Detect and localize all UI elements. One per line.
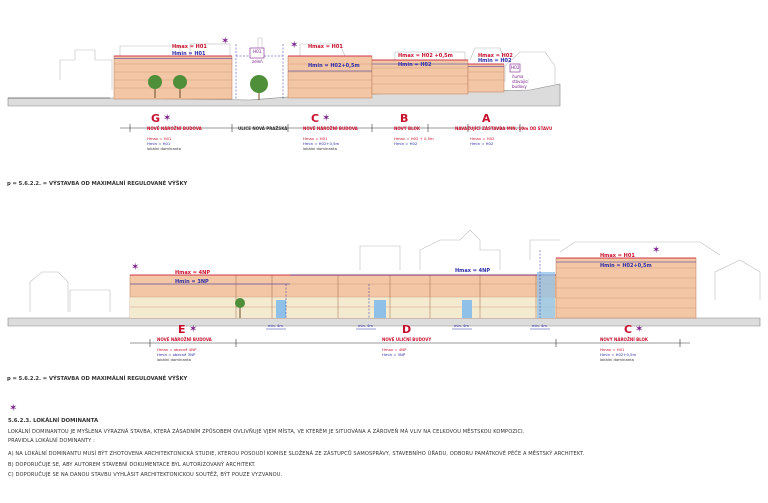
rule-c: C) DOPORUČUJE SE NA DANOU STAVBU VYHLÁSI…	[8, 472, 283, 478]
zone-detail: Hmin = H02	[394, 141, 418, 146]
zone-letter-d: D	[402, 323, 412, 336]
dominant-star-icon: ✶	[163, 113, 172, 124]
zone-detail: lokální dominanta	[303, 146, 338, 151]
building-b	[371, 59, 469, 95]
height-label: Hmax = H01	[600, 253, 635, 259]
section-title: 5.6.2.3. LOKÁLNÍ DOMINANTA	[8, 418, 99, 424]
zone-letter-e: E	[178, 323, 186, 336]
building-e-d	[129, 250, 557, 319]
rules-title: PRAVIDLA LOKÁLNÍ DOMINANTY :	[8, 438, 95, 444]
dominant-star-icon: ✶	[635, 324, 644, 335]
height-label: Hmin = H02+0,5m	[600, 263, 652, 269]
building-g	[113, 55, 233, 100]
dominant-star-icon: ✶	[9, 403, 18, 414]
opening-label: min. 4m	[268, 324, 283, 328]
building-c2	[555, 257, 697, 319]
zone-detail: lokální dominanta	[147, 146, 182, 151]
callout-label: H02	[511, 65, 520, 70]
zone-letter-c: C	[624, 323, 633, 336]
height-label: Hmin = H02	[478, 58, 512, 64]
rule-a: A) NA LOKÁLNÍ DOMINANTU MUSÍ BÝT ZHOTOVE…	[8, 451, 585, 457]
zone-title: ULICE NOVÁ PRAŽSKÁ	[238, 126, 288, 131]
section-2	[7, 229, 761, 347]
height-label: Hmin = 3NP	[175, 279, 209, 285]
zone-detail: lokální dominanta	[600, 357, 635, 362]
height-label: Hmax = 4NP	[175, 270, 210, 276]
height-label: Hmin = H01	[172, 51, 206, 57]
zone-detail: lokální dominanta	[157, 357, 192, 362]
zone-title: NAVAZUJÍCÍ ZÁSTAVBA MIN. 10m OD STAVU	[455, 126, 553, 131]
zone-title: NOVÉ NÁROŽNÍ BUDOVA	[147, 126, 202, 131]
trees-1	[148, 75, 268, 100]
callout-label: H01	[253, 49, 262, 54]
zone-detail: Hmax = H02 + 0,5m	[394, 136, 434, 141]
dominant-star-icon: ✶	[131, 262, 140, 273]
callout-label: ňuma stávající budovy	[512, 74, 529, 89]
zone-letter-c: C	[311, 112, 320, 125]
zone-detail: Hmax = obecně 4NP	[157, 347, 197, 352]
height-label: Hmin = H02+0,5m	[308, 63, 360, 69]
dominant-star-icon: ✶	[290, 40, 299, 51]
zone-title: NOVÝ NÁROŽNÍ BLOK	[600, 337, 649, 342]
terrain-2	[7, 317, 761, 327]
height-label: Hmax = H01	[308, 44, 343, 50]
building-a	[467, 63, 505, 93]
opening-label: min. 4m	[358, 324, 373, 328]
dominant-star-icon: ✶	[189, 324, 198, 335]
section-2-caption: p = 5.6.2.2. = VÝSTAVBA OD MAXIMÁLNÍ REG…	[7, 376, 188, 382]
section-1	[7, 37, 561, 132]
zone-detail: Hmax = 4NP	[382, 347, 407, 352]
zone-detail: Hmin = H02+0,5m	[600, 352, 637, 357]
paragraph: LOKÁLNÍ DOMINANTOU JE MYŠLENA VÝRAZNÁ ST…	[8, 429, 525, 435]
zone-title: NOVÉ NÁROŽNÍ BUDOVA	[157, 337, 212, 342]
zone-letter-g: G	[151, 112, 161, 125]
zone-detail: Hmin = obecně 3NP	[157, 352, 196, 357]
zone-detail: Hmin = 3NP	[382, 352, 406, 357]
context-buildings-2	[29, 229, 761, 312]
height-label: Hmax = H02 +0,5m	[398, 53, 453, 59]
zone-detail: Hmax = H02	[470, 136, 495, 141]
rule-b: B) DOPORUČUJE SE, ABY AUTOREM STAVEBNÍ D…	[8, 462, 256, 468]
zone-title: NOVÉ NÁROŽNÍ BUDOVA	[303, 126, 358, 131]
section-1-caption: p = 5.6.2.2. = VÝSTAVBA OD MAXIMÁLNÍ REG…	[7, 181, 188, 187]
zone-letter-b: B	[400, 112, 409, 125]
height-label: Hmin = H02	[398, 62, 432, 68]
zone-detail: Hmin = H01	[147, 141, 171, 146]
dominant-star-icon: ✶	[221, 36, 230, 47]
zone-letter-a: A	[482, 112, 491, 125]
dominant-star-icon: ✶	[322, 113, 331, 124]
height-label: Hmax = H01	[172, 44, 207, 50]
dominant-star-icon: ✶	[652, 245, 661, 256]
zone-detail: Hmin = H02	[470, 141, 494, 146]
height-label: Hmax = 4NP	[455, 268, 490, 274]
callout-label: zeleň	[252, 59, 263, 64]
opening-label: min. 4m	[454, 324, 469, 328]
zone-detail: Hmax = H01	[147, 136, 172, 141]
zone-title: NOVÝ BLOK	[394, 126, 420, 131]
height-label: Hmax = H02	[478, 53, 513, 59]
zone-detail: Hmax = H01	[303, 136, 328, 141]
zone-detail: Hmin = H02+0,5m	[303, 141, 340, 146]
zone-detail: Hmax = H01	[600, 347, 625, 352]
zone-title: NOVÉ ULIČNÍ BUDOVY	[382, 337, 432, 342]
opening-label: min. 4m	[532, 324, 547, 328]
